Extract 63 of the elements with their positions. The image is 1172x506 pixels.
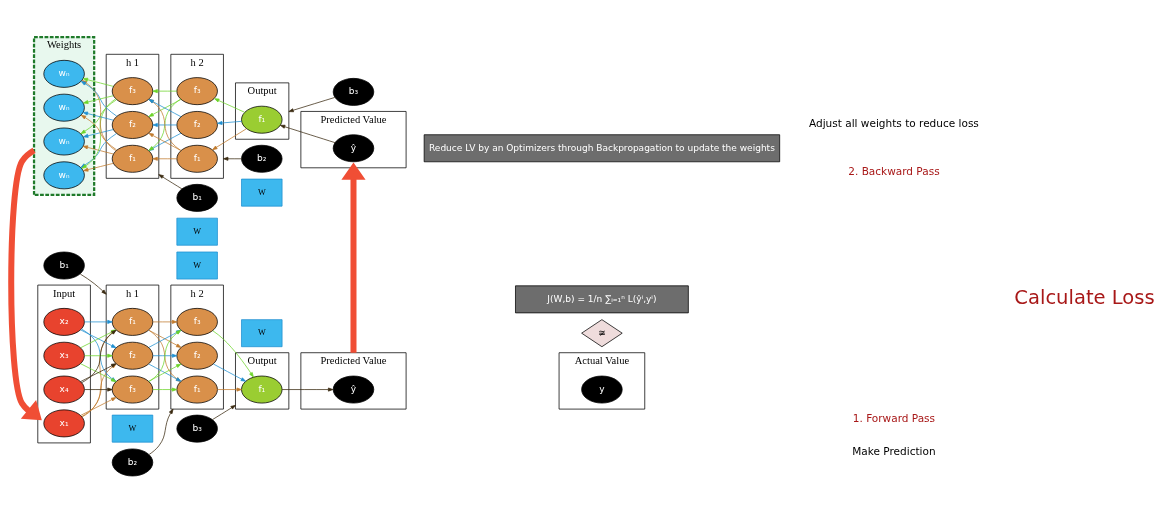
arrow bbox=[212, 329, 254, 377]
node-box: Reduce LV by an Optimizers through Backpropagation to update the weights bbox=[423, 133, 781, 162]
label: W bbox=[193, 226, 202, 236]
arrow bbox=[217, 387, 242, 391]
label: Adjust all weights to reduce loss bbox=[809, 116, 979, 129]
node-ellipse: ŷ bbox=[332, 133, 375, 162]
arrow bbox=[281, 387, 334, 391]
arrow bbox=[158, 173, 183, 189]
node-ellipse: b₃ bbox=[332, 77, 375, 106]
label: 2. Backward Pass bbox=[848, 164, 940, 177]
node-ellipse: x₁ bbox=[43, 408, 85, 437]
arrow bbox=[148, 98, 182, 117]
node-ellipse: f₁ bbox=[241, 105, 283, 134]
arrow bbox=[84, 387, 113, 391]
arrow bbox=[80, 329, 117, 348]
arrow bbox=[341, 162, 366, 353]
arrow bbox=[80, 98, 117, 134]
arrow bbox=[84, 353, 113, 358]
arrow bbox=[152, 353, 178, 358]
node-ellipse: f₂ bbox=[176, 110, 218, 139]
arrow bbox=[152, 387, 178, 391]
arrow bbox=[8, 147, 42, 420]
arrow bbox=[152, 319, 178, 324]
arrow bbox=[152, 156, 178, 161]
label: Calculate Loss bbox=[1014, 285, 1155, 309]
node-ellipse: x₄ bbox=[43, 375, 85, 403]
node-ellipse: b₂ bbox=[111, 448, 154, 476]
arrow bbox=[148, 408, 174, 455]
node-ellipse: ŷ bbox=[332, 375, 375, 403]
node-ellipse: b₃ bbox=[176, 414, 218, 443]
arrow bbox=[80, 396, 117, 416]
label: W bbox=[193, 260, 202, 270]
label: W bbox=[257, 187, 266, 197]
label: W bbox=[257, 327, 266, 337]
label: Make Prediction bbox=[852, 444, 936, 457]
node-diamond: ≆ bbox=[581, 318, 623, 347]
arrow bbox=[212, 404, 236, 420]
arrow bbox=[84, 319, 113, 324]
arrow bbox=[214, 97, 245, 113]
arrow bbox=[223, 156, 242, 161]
arrow bbox=[217, 120, 242, 125]
arrow bbox=[79, 273, 107, 295]
arrow bbox=[152, 88, 178, 93]
node-ellipse: b₁ bbox=[176, 183, 218, 212]
arrow bbox=[82, 111, 114, 121]
arrow bbox=[288, 96, 336, 112]
node-box: J(W,b) = 1/n ∑ᵢ₌₁ⁿ L(ŷⁱ,yⁱ) bbox=[515, 284, 689, 313]
arrow bbox=[83, 128, 114, 138]
arrow bbox=[83, 94, 114, 104]
arrow bbox=[83, 162, 114, 172]
node-ellipse: y bbox=[581, 375, 623, 403]
node-ellipse: b₂ bbox=[241, 144, 283, 173]
arrow bbox=[80, 114, 118, 150]
node-ellipse: x₂ bbox=[43, 307, 85, 336]
node-ellipse: x₃ bbox=[43, 341, 85, 370]
arrow bbox=[280, 124, 336, 143]
arrow bbox=[213, 363, 246, 382]
label: W bbox=[128, 423, 137, 433]
node-ellipse: b₁ bbox=[43, 251, 85, 279]
arrow bbox=[82, 144, 114, 154]
arrow bbox=[152, 122, 178, 127]
label: 1. Forward Pass bbox=[852, 411, 936, 424]
arrow bbox=[212, 127, 247, 150]
